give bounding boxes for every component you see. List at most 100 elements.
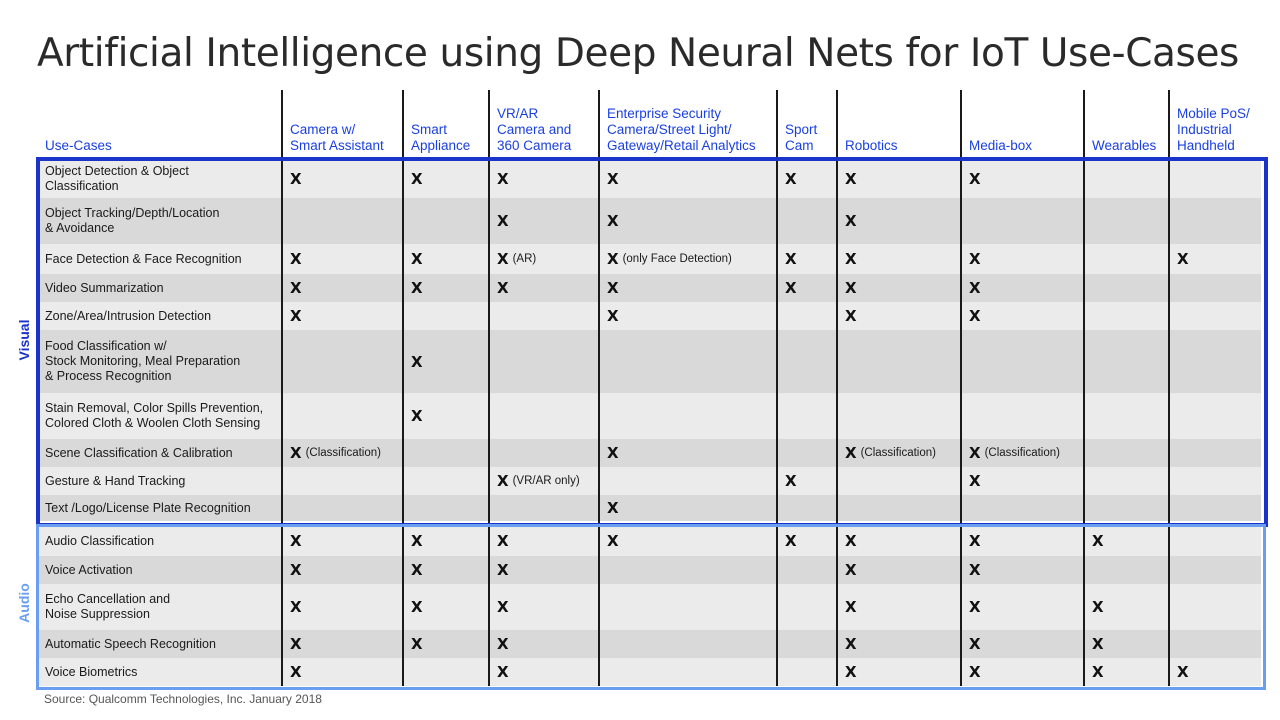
table-row: Text /Logo/License Plate Recognition X: [39, 495, 1261, 521]
use-case-label: Scene Classification & Calibration: [45, 445, 233, 460]
check-mark: X: [845, 663, 857, 681]
cell-note: (AR): [512, 253, 537, 265]
table-row: Object Detection & Object Classification…: [39, 159, 1261, 198]
support-cell: X: [969, 556, 981, 584]
check-mark: X: [969, 635, 981, 653]
check-mark: X: [969, 598, 981, 616]
support-cell: X: [845, 526, 857, 556]
check-mark: X: [497, 635, 509, 653]
support-cell: X: [290, 159, 302, 198]
check-mark: X: [290, 307, 302, 325]
support-cell: X(Classification): [969, 439, 1060, 467]
support-cell: X: [497, 630, 509, 658]
use-case-label: Stain Removal, Color Spills Prevention, …: [45, 401, 264, 430]
support-cell: X: [1092, 526, 1104, 556]
support-cell: X: [607, 495, 619, 521]
check-mark: X: [411, 598, 423, 616]
support-cell: X: [969, 302, 981, 330]
check-mark: X: [497, 532, 509, 550]
check-mark: X: [411, 169, 423, 188]
support-cell: X: [411, 526, 423, 556]
check-mark: X: [607, 169, 619, 188]
check-mark: X: [290, 169, 302, 188]
support-cell: X: [290, 630, 302, 658]
column-divider: [281, 90, 283, 686]
page-title: Artificial Intelligence using Deep Neura…: [37, 31, 1239, 76]
check-mark: X: [497, 169, 509, 188]
support-cell: X: [969, 526, 981, 556]
check-mark: X: [497, 561, 509, 579]
column-header: Smart Appliance: [411, 122, 471, 153]
support-cell: X: [497, 526, 509, 556]
support-cell: X: [411, 556, 423, 584]
check-mark: X: [290, 250, 302, 268]
check-mark: X: [607, 532, 619, 550]
check-mark: X: [845, 561, 857, 579]
check-mark: X: [969, 444, 981, 462]
support-cell: X: [607, 159, 619, 198]
column-divider: [776, 90, 778, 686]
check-mark: X: [845, 444, 857, 462]
support-cell: X: [845, 302, 857, 330]
support-cell: X: [845, 244, 857, 274]
support-cell: X(VR/AR only): [497, 467, 580, 495]
support-cell: X: [969, 467, 981, 495]
check-mark: X: [411, 561, 423, 579]
use-case-label: Voice Activation: [45, 562, 133, 577]
support-cell: X: [845, 584, 857, 630]
check-mark: X: [1177, 250, 1189, 268]
use-case-label: Object Tracking/Depth/Location & Avoidan…: [45, 206, 220, 235]
column-divider: [488, 90, 490, 686]
check-mark: X: [969, 250, 981, 268]
check-mark: X: [845, 250, 857, 268]
check-mark: X: [411, 407, 423, 425]
check-mark: X: [1177, 663, 1189, 681]
check-mark: X: [497, 250, 509, 268]
support-cell: X(only Face Detection): [607, 244, 732, 274]
cell-note: (only Face Detection): [622, 253, 732, 265]
check-mark: X: [785, 250, 797, 268]
check-mark: X: [1092, 532, 1104, 550]
check-mark: X: [969, 532, 981, 550]
cell-note: (Classification): [860, 447, 936, 459]
check-mark: X: [497, 279, 509, 297]
check-mark: X: [969, 472, 981, 490]
support-cell: X: [411, 630, 423, 658]
support-cell: X: [290, 526, 302, 556]
column-header: Enterprise Security Camera/Street Light/…: [607, 106, 756, 153]
support-cell: X: [290, 556, 302, 584]
column-header: Robotics: [845, 138, 898, 153]
support-cell: X: [607, 302, 619, 330]
support-cell: X: [845, 658, 857, 686]
support-cell: X: [411, 393, 423, 439]
column-header: Mobile PoS/ Industrial Handheld: [1177, 106, 1250, 153]
support-cell: X: [607, 274, 619, 302]
check-mark: X: [845, 279, 857, 297]
support-cell: X: [411, 584, 423, 630]
support-cell: X: [1177, 244, 1189, 274]
cell-note: (VR/AR only): [512, 475, 580, 487]
check-mark: X: [785, 169, 797, 188]
use-case-label: Voice Biometrics: [45, 664, 138, 679]
check-mark: X: [497, 472, 509, 490]
support-cell: X: [411, 244, 423, 274]
table-row: Object Tracking/Depth/Location & Avoidan…: [39, 198, 1261, 244]
use-case-label: Text /Logo/License Plate Recognition: [45, 500, 251, 515]
check-mark: X: [290, 663, 302, 681]
support-cell: X: [497, 198, 509, 244]
check-mark: X: [969, 307, 981, 325]
check-mark: X: [969, 663, 981, 681]
column-header: Camera w/ Smart Assistant: [290, 122, 384, 153]
use-case-label: Gesture & Hand Tracking: [45, 473, 186, 488]
cell-note: (Classification): [305, 447, 381, 459]
check-mark: X: [497, 663, 509, 681]
support-cell: X: [290, 274, 302, 302]
support-cell: X: [969, 244, 981, 274]
cell-note: (Classification): [984, 447, 1060, 459]
check-mark: X: [497, 598, 509, 616]
support-cell: X: [607, 526, 619, 556]
column-header: Media-box: [969, 138, 1033, 153]
